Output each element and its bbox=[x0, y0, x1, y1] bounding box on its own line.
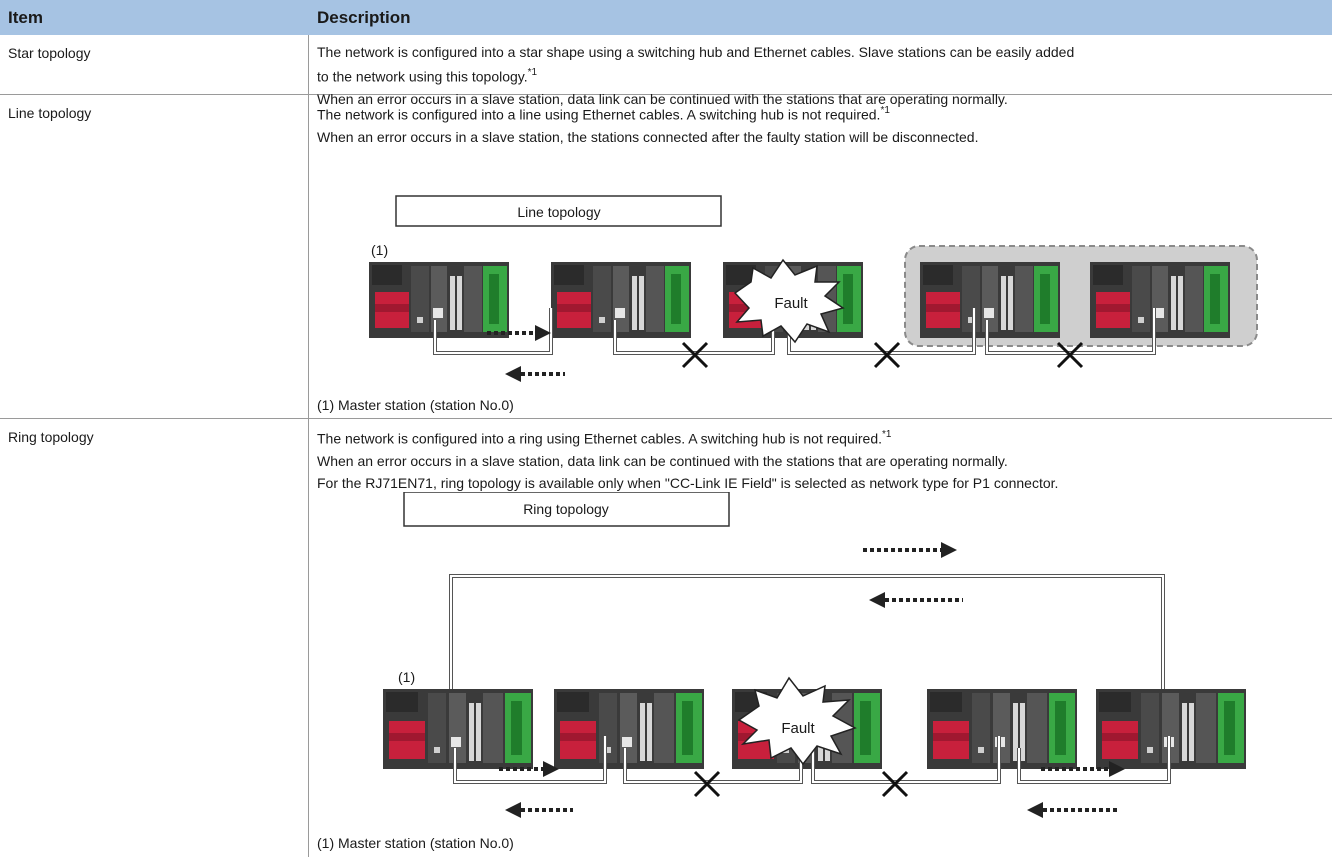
row-description-ring: The network is configured into a ring us… bbox=[317, 425, 1058, 494]
table-header: Item Description bbox=[0, 0, 1332, 35]
column-divider bbox=[308, 35, 309, 857]
diagram-title: Line topology bbox=[517, 204, 600, 220]
row-description-star: The network is configured into a star sh… bbox=[317, 41, 1074, 110]
row-item-star: Star topology bbox=[8, 45, 91, 61]
desc-line: The network is configured into a ring us… bbox=[317, 429, 892, 447]
diagram-caption: (1) Master station (station No.0) bbox=[317, 397, 514, 413]
desc-line: When an error occurs in a slave station,… bbox=[317, 128, 979, 145]
master-marker: (1) bbox=[398, 669, 415, 685]
master-marker: (1) bbox=[371, 242, 388, 258]
fault-label: Fault bbox=[774, 295, 808, 312]
line-topology-diagram: Line topology (1) Fault (1) Master stati… bbox=[317, 195, 1258, 413]
row-description-line: The network is configured into a line us… bbox=[317, 101, 978, 148]
ring-topology-diagram: Ring topology (1) Fault (1) Master stati… bbox=[317, 492, 1246, 851]
footnote-ref: *1 bbox=[527, 67, 538, 78]
row-item-line: Line topology bbox=[8, 105, 92, 121]
header-item: Item bbox=[8, 8, 43, 27]
desc-line: The network is configured into a line us… bbox=[317, 105, 890, 123]
desc-line: When an error occurs in a slave station,… bbox=[317, 452, 1008, 469]
desc-line: to the network using this topology.*1 bbox=[317, 67, 538, 85]
fault-label: Fault bbox=[781, 720, 815, 737]
row-divider bbox=[0, 94, 1332, 95]
desc-line: For the RJ71EN71, ring topology is avail… bbox=[317, 474, 1059, 491]
desc-line: When an error occurs in a slave station,… bbox=[317, 90, 1008, 107]
footnote-ref: *1 bbox=[880, 105, 890, 116]
desc-line: The network is configured into a star sh… bbox=[317, 44, 1075, 60]
footnote-ref: *1 bbox=[882, 429, 892, 440]
diagram-caption: (1) Master station (station No.0) bbox=[317, 835, 514, 851]
diagram-title: Ring topology bbox=[523, 501, 609, 517]
header-description: Description bbox=[317, 8, 411, 27]
row-divider bbox=[0, 418, 1332, 419]
row-item-ring: Ring topology bbox=[8, 429, 94, 445]
